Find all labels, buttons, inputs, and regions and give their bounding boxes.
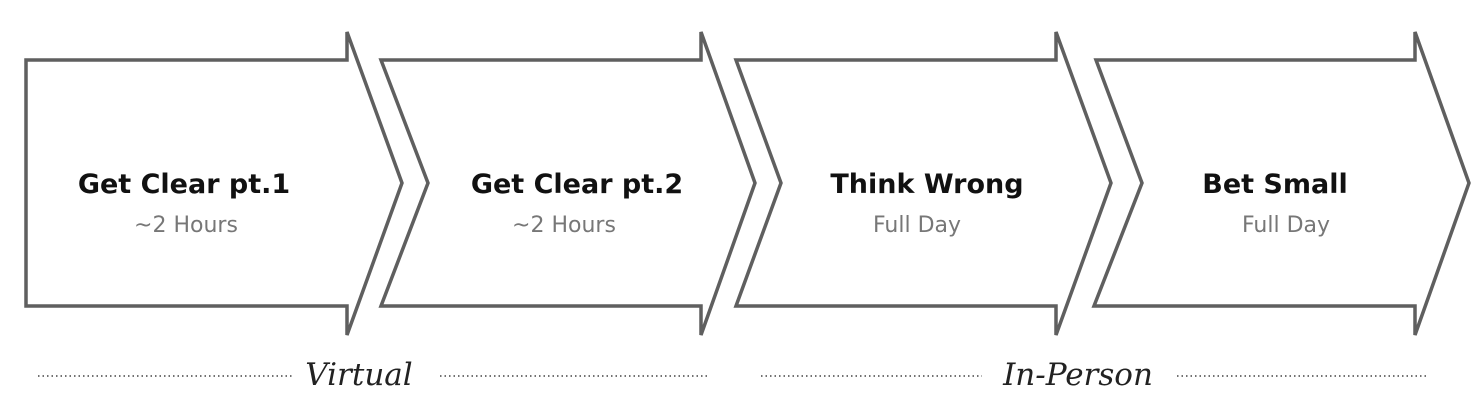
step-1-arrow — [24, 31, 404, 336]
step-3-duration: Full Day — [873, 213, 961, 238]
step-2-duration: ~2 Hours — [512, 213, 616, 238]
step-4-title: Bet Small — [1202, 169, 1348, 200]
step-2: Get Clear pt.2 ~2 Hours — [378, 31, 757, 336]
step-1-title: Get Clear pt.1 — [78, 169, 290, 200]
group-in-person: In-Person — [761, 357, 1427, 393]
step-3-title: Think Wrong — [830, 169, 1023, 200]
step-2-title: Get Clear pt.2 — [471, 169, 683, 200]
step-4: Bet Small Full Day — [1091, 31, 1471, 336]
step-1-duration: ~2 Hours — [134, 213, 238, 238]
in-person-label: In-Person — [1002, 357, 1153, 393]
step-2-arrow — [378, 31, 757, 336]
step-3: Think Wrong Full Day — [733, 31, 1113, 336]
virtual-label: Virtual — [305, 357, 412, 393]
step-3-arrow — [733, 31, 1113, 336]
step-1: Get Clear pt.1 ~2 Hours — [24, 31, 404, 336]
step-4-duration: Full Day — [1242, 213, 1330, 238]
group-virtual: Virtual — [38, 357, 707, 393]
step-4-arrow — [1091, 31, 1471, 336]
